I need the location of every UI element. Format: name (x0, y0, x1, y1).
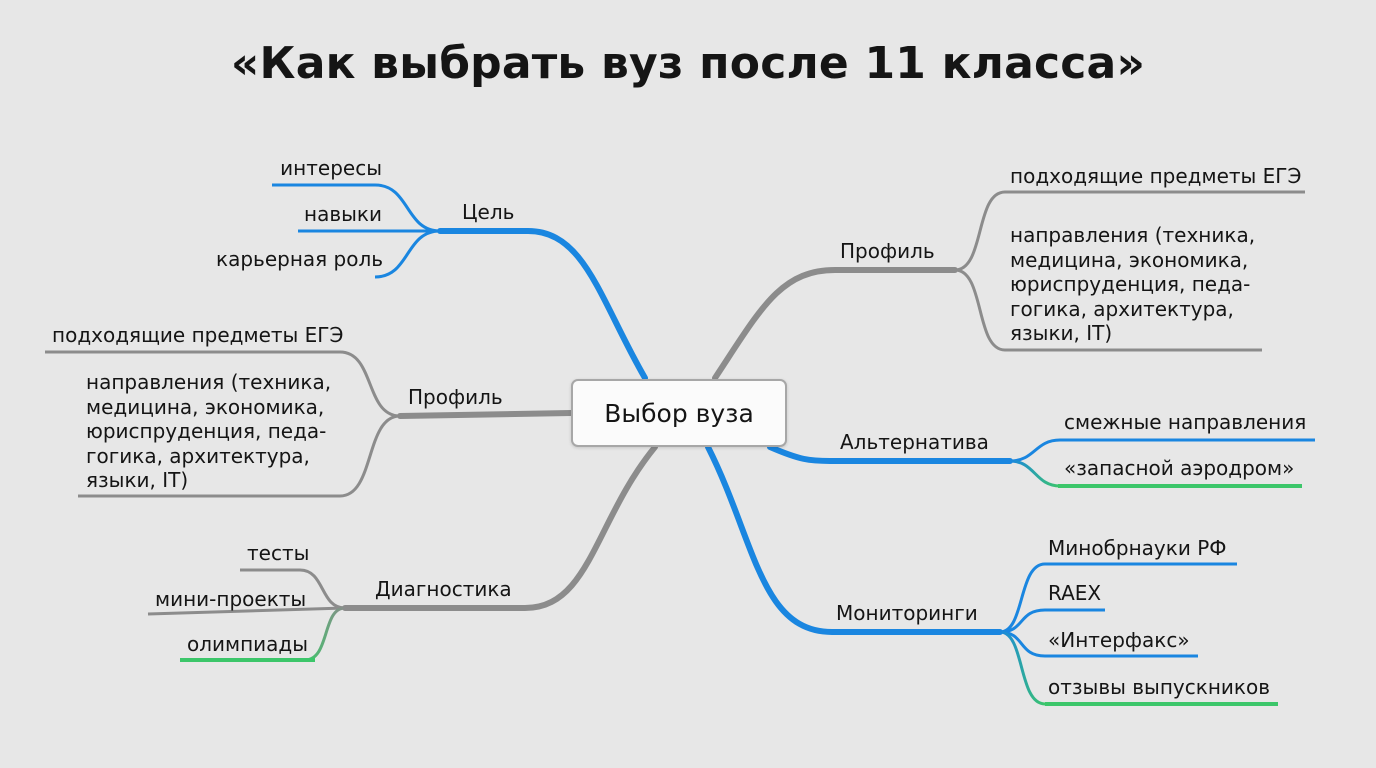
node-profile-right: Профиль (840, 239, 935, 263)
link-profile-right-exams (954, 190, 1305, 272)
leaf-profile-left-exams: подходящие предметы ЕГЭ (52, 323, 344, 347)
diagram-title: «Как выбрать вуз после 11 класса» (230, 38, 1146, 89)
node-goal: Цель (462, 200, 515, 224)
leaf-profile-right-exams: подходящие предметы ЕГЭ (1010, 164, 1302, 188)
leaf-related-fields: смежные направления (1064, 410, 1307, 434)
link-olympiads (304, 606, 346, 662)
leaf-interfax: «Интерфакс» (1048, 628, 1190, 652)
branch-alternative (767, 444, 1013, 464)
link-profile-right-fields (954, 268, 1262, 352)
leaf-minobrnauki: Минобрнауки РФ (1048, 536, 1227, 560)
link-related-fields (1009, 438, 1315, 463)
leaf-interests: интересы (280, 156, 382, 180)
central-node: Выбор вуза (571, 379, 787, 447)
leaf-career-role: карьерная роль (216, 247, 384, 271)
link-interests (272, 183, 441, 233)
branch-diagnostics (342, 444, 658, 611)
branch-goal (437, 228, 648, 381)
link-mini-projects (147, 606, 346, 616)
link-backup (1009, 459, 1061, 488)
leaf-tests: тесты (247, 541, 310, 565)
leaf-raex: RAEX (1048, 581, 1102, 605)
node-profile-left: Профиль (408, 385, 503, 409)
leaf-mini-projects: мини-проекты (155, 587, 307, 611)
link-career (374, 229, 441, 279)
link-profile-left-exams (45, 350, 401, 418)
branch-profile-right (712, 267, 958, 381)
link-reviews (999, 630, 1046, 706)
link-raex (999, 608, 1105, 634)
node-diagnostics: Диагностика (375, 577, 512, 601)
leaf-graduate-reviews: отзывы выпускников (1048, 675, 1270, 699)
leaf-skills: навыки (304, 202, 382, 226)
node-alternative: Альтернатива (840, 430, 989, 454)
branch-profile-left (397, 410, 574, 419)
node-monitoring: Мониторинги (836, 601, 978, 625)
link-profile-left-fields (78, 414, 401, 498)
link-tests (240, 568, 346, 610)
leaf-profile-left-fields: направления (техника, медицина, экономик… (86, 370, 332, 492)
branch-monitoring (705, 444, 1003, 635)
leaf-profile-right-fields: направления (техника, медицина, экономик… (1010, 223, 1256, 345)
leaf-olympiads: олимпиады (187, 632, 309, 656)
link-minobr (999, 562, 1237, 634)
leaf-backup-option: «запасной аэродром» (1064, 456, 1295, 480)
